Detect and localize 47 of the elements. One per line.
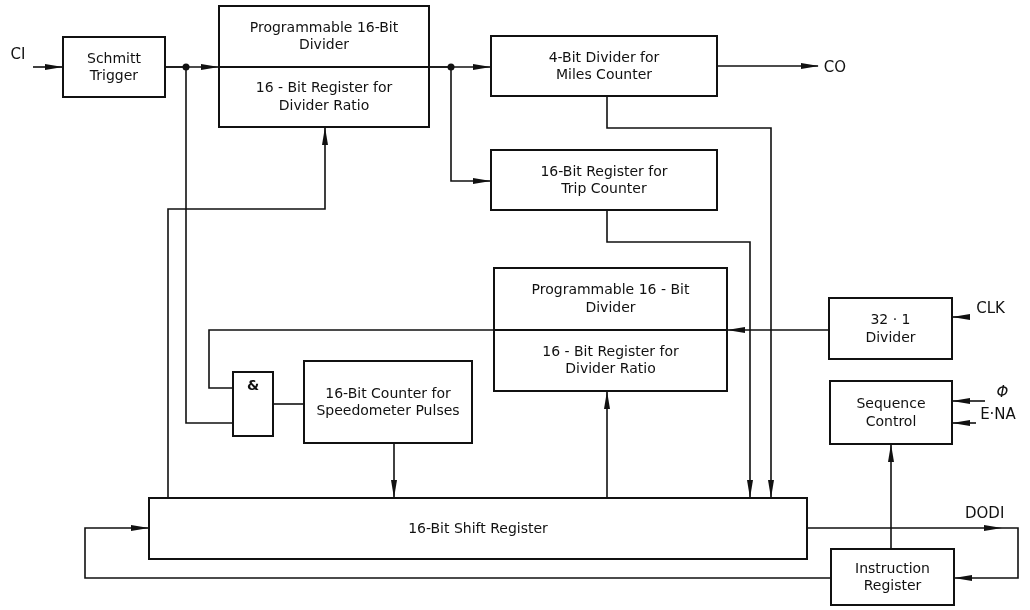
block-label: 16-Bit Register for Trip Counter <box>539 162 669 198</box>
connector-line <box>165 66 233 424</box>
connector-line <box>273 403 304 405</box>
block-label: Programmable 16-Bit Divider <box>248 18 400 54</box>
block-label: 16 - Bit Register for Divider Ratio <box>254 79 394 115</box>
arrow <box>888 444 894 549</box>
split-block <box>218 5 430 128</box>
block <box>303 360 473 444</box>
arrow <box>84 525 831 579</box>
arrow <box>952 420 977 426</box>
arrow <box>727 327 829 333</box>
split-block <box>493 267 728 392</box>
arrow <box>429 66 491 184</box>
block <box>829 380 953 445</box>
block-label: Programmable 16 - Bit Divider <box>530 281 691 317</box>
block-label: Schmitt Trigger <box>86 49 142 85</box>
block-label: CI <box>10 45 26 64</box>
block-label: CO <box>823 57 847 77</box>
block-label: 32 · 1 Divider <box>864 311 917 346</box>
arrow <box>604 391 610 498</box>
block <box>830 548 955 606</box>
arrow <box>952 314 970 320</box>
arrow <box>807 527 1019 581</box>
and-gate <box>232 371 274 437</box>
block-label: CLK <box>976 299 1005 318</box>
block-label: E·NA <box>980 405 1016 424</box>
block-label: 16 - Bit Register for Divider Ratio <box>541 342 680 378</box>
block <box>490 149 718 211</box>
block-label: Φ <box>996 383 1009 402</box>
arrow <box>391 443 397 498</box>
block-label: 16-Bit Shift Register <box>407 519 549 538</box>
block <box>490 35 718 97</box>
arrow <box>606 96 774 498</box>
block <box>62 36 166 98</box>
block-label: 16-Bit Counter for Speedometer Pulses <box>315 384 461 420</box>
block <box>148 497 808 560</box>
arrow <box>717 63 819 69</box>
block <box>828 297 953 360</box>
block-label: Sequence Control <box>855 395 927 430</box>
connector-line <box>208 329 494 389</box>
arrow <box>167 127 328 498</box>
block-label: Instruction Register <box>854 559 931 595</box>
arrow <box>952 398 986 404</box>
arrow <box>606 210 753 498</box>
block-label: 4-Bit Divider for Miles Counter <box>547 48 661 84</box>
block-label: & <box>245 376 261 395</box>
arrow <box>32 64 63 70</box>
